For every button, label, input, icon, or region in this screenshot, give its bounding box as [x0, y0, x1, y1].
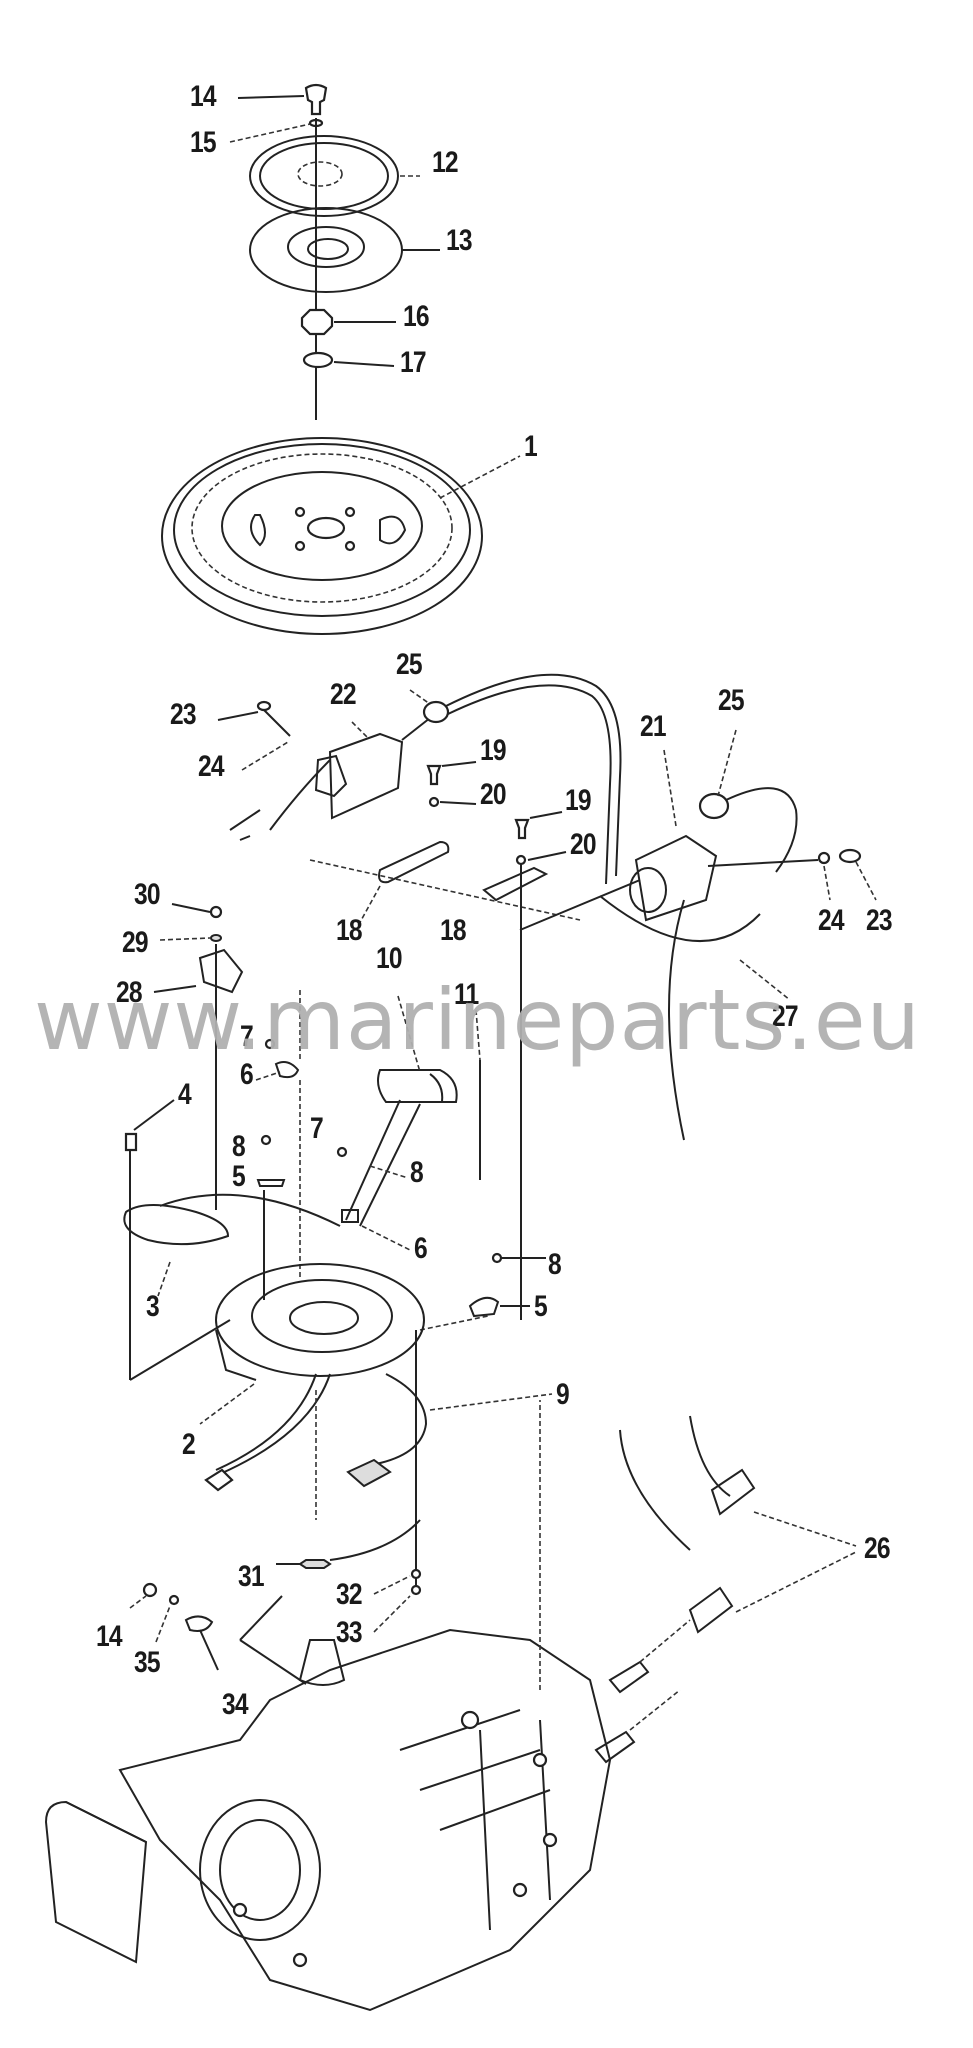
callout-label-8: 8 — [548, 1248, 562, 1281]
washer-part-15 — [229, 118, 324, 143]
callout-label-7: 7 — [240, 1020, 254, 1053]
callout-label-22: 22 — [330, 678, 357, 711]
callout-label-18: 18 — [336, 914, 363, 947]
callout-label-17: 17 — [400, 346, 427, 379]
callout-label-3: 3 — [146, 1290, 160, 1323]
callout-label-1: 1 — [524, 430, 538, 463]
callout-label-5: 5 — [232, 1160, 246, 1193]
pulser-coil-part-3 — [123, 1193, 341, 1381]
screw-part-23-left — [217, 700, 291, 771]
callout-label-14: 14 — [190, 80, 217, 113]
callout-label-7: 7 — [310, 1112, 324, 1145]
flywheel-part-1 — [161, 437, 521, 635]
callout-label-27: 27 — [772, 1000, 799, 1033]
stop-switch-part-10 — [345, 995, 481, 1227]
callout-label-25: 25 — [718, 684, 745, 717]
callout-label-33: 33 — [336, 1616, 363, 1649]
ring-part-12 — [249, 135, 420, 217]
spark-plug-cap-part-26 — [594, 1415, 857, 1764]
callout-label-8: 8 — [232, 1130, 246, 1163]
callout-label-15: 15 — [190, 126, 217, 159]
callout-label-13: 13 — [446, 224, 473, 257]
callout-label-5: 5 — [534, 1290, 548, 1323]
small-fasteners — [255, 990, 546, 1331]
callout-label-26: 26 — [864, 1532, 891, 1565]
lower-fasteners — [129, 1582, 307, 1685]
clamp-part-18 — [309, 840, 581, 927]
washer-part-17 — [302, 351, 395, 369]
callout-label-30: 30 — [134, 878, 161, 911]
callout-label-6: 6 — [414, 1232, 428, 1265]
callout-label-9: 9 — [556, 1378, 570, 1411]
ignition-coil-part-22 — [229, 673, 622, 885]
callout-label-10: 10 — [376, 942, 403, 975]
screw-part-19 — [426, 761, 567, 1320]
callout-label-32: 32 — [336, 1578, 363, 1611]
stator-plate-part-2 — [199, 1263, 553, 1590]
ignition-coil-part-21 — [519, 729, 877, 1141]
callout-label-20: 20 — [480, 778, 507, 811]
callout-label-24: 24 — [198, 750, 225, 783]
watermark-text: www.marineparts.eu — [34, 971, 921, 1069]
bolt-part-14 — [237, 83, 328, 116]
callout-label-20: 20 — [570, 828, 597, 861]
callout-label-18: 18 — [440, 914, 467, 947]
callout-label-25: 25 — [396, 648, 423, 681]
callout-label-23: 23 — [866, 904, 893, 937]
ground-lead-part-31 — [276, 1519, 422, 1633]
callout-label-8: 8 — [410, 1156, 424, 1189]
engine-block — [44, 1400, 612, 2012]
callout-label-35: 35 — [134, 1646, 161, 1679]
callout-label-12: 12 — [432, 146, 459, 179]
bracket-part-28 — [153, 903, 244, 994]
plate-part-13 — [249, 207, 440, 293]
callout-label-21: 21 — [640, 710, 667, 743]
callout-label-34: 34 — [222, 1688, 249, 1721]
callout-label-31: 31 — [238, 1560, 265, 1593]
callout-label-19: 19 — [480, 734, 507, 767]
callout-label-6: 6 — [240, 1058, 254, 1091]
callout-label-19: 19 — [565, 784, 592, 817]
callout-label-14: 14 — [96, 1620, 123, 1653]
callout-label-11: 11 — [454, 978, 479, 1011]
callout-label-24: 24 — [818, 904, 845, 937]
callout-label-4: 4 — [178, 1078, 192, 1111]
callout-label-16: 16 — [403, 300, 430, 333]
callout-label-2: 2 — [182, 1428, 196, 1461]
callout-label-23: 23 — [170, 698, 197, 731]
callout-label-28: 28 — [116, 976, 143, 1009]
callout-label-29: 29 — [122, 926, 149, 959]
nut-part-16 — [300, 308, 396, 336]
